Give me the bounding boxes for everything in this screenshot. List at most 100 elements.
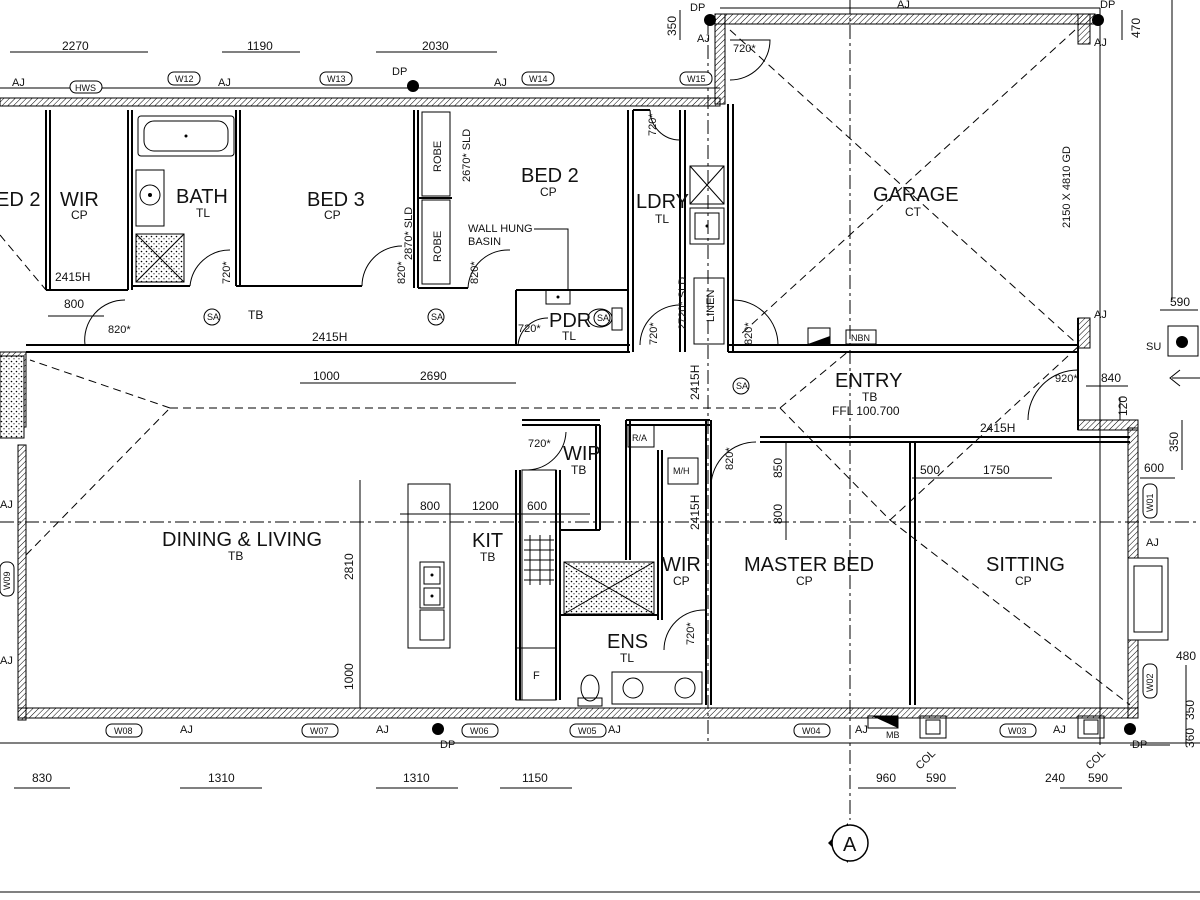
window-tag: W14 <box>529 74 548 84</box>
centerlines <box>0 0 1200 820</box>
dim-label: 850 <box>771 458 785 478</box>
door-size: 820* <box>743 322 755 345</box>
downpipe-marker <box>432 723 444 735</box>
dp-label: DP <box>392 66 407 78</box>
door-size: 820* <box>469 261 481 284</box>
robe-sld-label: 2670* SLD <box>461 129 473 182</box>
room-name: ED 2 <box>0 189 40 211</box>
dim-bottom: 590 <box>926 771 946 785</box>
dim-label: 120 <box>1116 396 1130 416</box>
door-size: 920* <box>1055 373 1078 385</box>
section-marker: A <box>828 823 869 863</box>
wall-hung-label: WALL HUNG <box>468 223 533 235</box>
dim-label: 590 <box>1170 295 1190 309</box>
aj-label: AJ <box>0 655 13 667</box>
dim-label: 360 <box>1183 728 1197 748</box>
aj-label: AJ <box>697 33 710 45</box>
col-label: COL <box>914 748 938 772</box>
aj-label: AJ <box>1146 537 1159 549</box>
window-tag: W08 <box>114 726 133 736</box>
room-finish: TB <box>480 550 495 564</box>
downpipe-marker <box>1092 14 1104 26</box>
mb-label: MB <box>886 730 900 740</box>
smoke-alarm-label: SA <box>207 312 219 322</box>
door-size: 720* <box>647 113 659 136</box>
room-name: ENTRY <box>835 370 902 392</box>
room-name: MASTER BED <box>744 554 874 576</box>
mh-label: M/H <box>673 466 690 476</box>
floor-level: FFL 100.700 <box>832 404 900 418</box>
room-finish: TL <box>655 212 669 226</box>
aj-label: AJ <box>180 724 193 736</box>
window-tag: W05 <box>578 726 597 736</box>
aj-label: AJ <box>1094 37 1107 49</box>
door-size: 720* <box>733 43 756 55</box>
dim-label: 800 <box>771 504 785 524</box>
dim-label: 800 <box>64 297 84 311</box>
dim-bottom: 830 <box>32 771 52 785</box>
dim-label: 840 <box>1101 371 1121 385</box>
dim-label: 800 <box>420 499 440 513</box>
linen-cupboard <box>693 277 725 345</box>
door-size: 720* <box>221 261 233 284</box>
window-tag: HWS <box>75 83 96 93</box>
window-tag: W13 <box>327 74 346 84</box>
smoke-alarms: SA SA SA SA <box>203 308 750 395</box>
aj-label: AJ <box>494 77 507 89</box>
aj-label: AJ <box>376 724 389 736</box>
dim-label: 1000 <box>342 663 356 690</box>
door-size: 720* <box>528 438 551 450</box>
window-tag: W02 <box>1145 673 1155 692</box>
window-tag: W03 <box>1008 726 1027 736</box>
linen-label: LINEN <box>705 290 717 322</box>
door-size: 720* <box>685 622 697 645</box>
roof-lines <box>0 29 1131 706</box>
window-tag: W12 <box>175 74 194 84</box>
dim-label: 2810 <box>342 553 356 580</box>
downpipe-marker <box>407 80 419 92</box>
aj-label: AJ <box>0 499 13 511</box>
room-finish: TB <box>571 463 586 477</box>
downpipes <box>407 14 1136 735</box>
dim-label: 1750 <box>983 463 1010 477</box>
dim-label: 2415H <box>980 421 1015 435</box>
room-finish: CP <box>540 185 557 199</box>
dim-label: 2415H <box>688 365 702 400</box>
dim-label: 2690 <box>420 369 447 383</box>
door-size: 820* <box>724 447 736 470</box>
door-size: 820* <box>108 324 131 336</box>
robe-label: ROBE <box>432 141 444 172</box>
aj-label: AJ <box>218 77 231 89</box>
room-finish: CP <box>673 574 690 588</box>
doors <box>84 39 1079 651</box>
room-name: SITTING <box>986 554 1065 576</box>
window-tag: W15 <box>687 74 706 84</box>
downpipe-marker <box>1124 723 1136 735</box>
annotation-labels: AJ AJ AJ AJ AJ AJ AJ AJ AJ AJ AJ AJ AJ A… <box>0 0 1159 772</box>
window-tag: W01 <box>1145 493 1155 512</box>
room-finish: TL <box>620 651 634 665</box>
dim-bottom: 960 <box>876 771 896 785</box>
room-name: WIP <box>563 443 601 465</box>
dim-label: 350 <box>665 16 679 36</box>
room-name: ENS <box>607 631 648 653</box>
door-size: 720* <box>648 322 660 345</box>
room-finish: CP <box>796 574 813 588</box>
room-name: BED 2 <box>521 165 579 187</box>
dim-top: 1190 <box>247 39 273 53</box>
dim-bottom: 1310 <box>208 771 235 785</box>
window-tag: W06 <box>470 726 489 736</box>
garage-door-label: 2150 X 4810 GD <box>1061 146 1073 228</box>
fixtures <box>0 111 1199 739</box>
room-name: WIR <box>662 554 701 576</box>
col-label: COL <box>1084 748 1108 772</box>
window-tag: W07 <box>310 726 329 736</box>
aj-label: AJ <box>855 724 868 736</box>
kitchen-island <box>407 483 451 649</box>
room-finish: CT <box>905 205 922 219</box>
smoke-alarm-label: SA <box>431 312 443 322</box>
section-label: A <box>843 834 857 856</box>
dim-bottom: 590 <box>1088 771 1108 785</box>
dim-bottom: 1150 <box>522 771 548 785</box>
